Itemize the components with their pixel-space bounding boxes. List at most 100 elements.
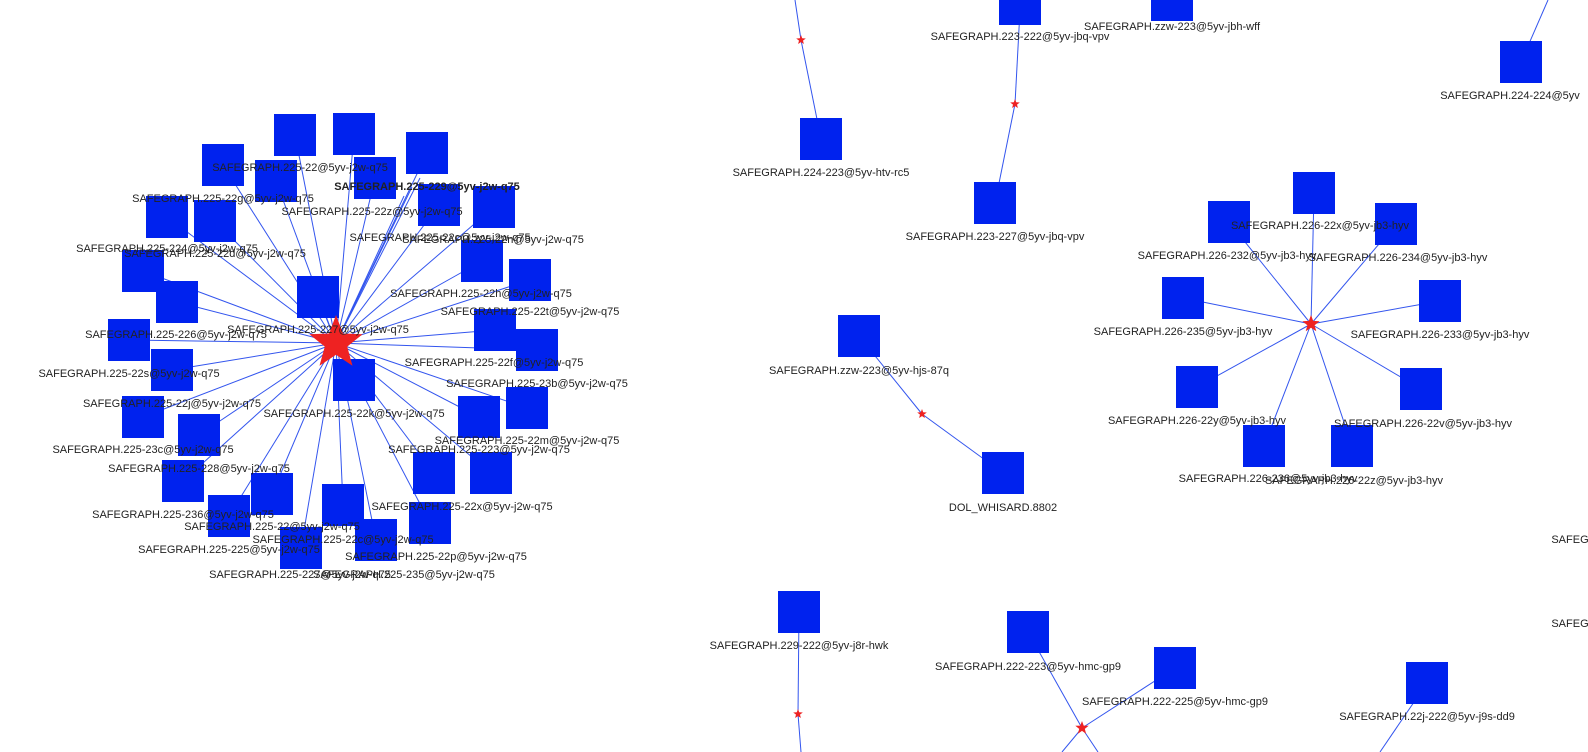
node-label: SAFEGRAPH.223-227@5yv-jbq-vpv [906,231,1085,243]
graph-node[interactable] [461,240,503,282]
graph-node[interactable] [1154,647,1196,689]
graph-node[interactable] [1162,277,1204,319]
graph-edge [794,0,802,41]
node-label: SAFEGRAPH.22j-222@5yv-j9s-dd9 [1339,711,1515,723]
graph-node[interactable] [1375,203,1417,245]
graph-edge [182,342,337,482]
graph-node[interactable] [1007,611,1049,653]
graph-node[interactable] [1293,172,1335,214]
graph-edge [335,206,495,344]
hub-star-icon[interactable] [796,35,806,44]
graph-edge [1310,300,1441,325]
node-label: SAFEGRAPH.225-229@5yv-j2w-q75 [334,181,520,193]
graph-node[interactable] [409,502,451,544]
node-label: DOL_WHISARD.8802 [949,502,1057,514]
graph-node[interactable] [280,527,322,569]
graph-node[interactable] [162,460,204,502]
graph-node[interactable] [509,259,551,301]
main-hub-star-icon[interactable] [309,315,363,366]
graph-node[interactable] [838,315,880,357]
graph-node[interactable] [156,281,198,323]
node-label: SAFEGRAPH.225-22n@5yv-j2w-q75 [402,234,584,246]
graph-node[interactable] [355,519,397,561]
graph-node[interactable] [333,113,375,155]
node-label: SAFEGRAPH.225-227@5yv-j2w-q75 [227,324,409,336]
graph-node[interactable] [178,414,220,456]
graph-node[interactable] [208,495,250,537]
graph-edge [142,342,337,418]
graph-node[interactable] [413,452,455,494]
graph-node[interactable] [122,396,164,438]
graph-node[interactable] [297,276,339,318]
graph-edge [335,204,440,344]
graph-node[interactable] [1331,425,1373,467]
graph-node[interactable] [255,160,297,202]
node-label: SAFEGRAPH.224-223@5yv-htv-rc5 [733,167,910,179]
node-label: SAFEGRAPH.225-23b@5yv-j2w-q75 [446,378,628,390]
node-label: SAFEGRAPH.225-228@5yv-j2w-q75 [108,463,290,475]
graph-node[interactable] [474,309,516,351]
graph-node[interactable] [202,144,244,186]
node-label: SAFEGRAPH.225-22f@5yv-j2w-q75 [405,357,584,369]
node-label: SAFEGRAPH.zzw-223@5yv-jbh-wff [1084,21,1261,33]
node-label: SAFEGRAPH.225-22g@5yv-j2w-q75 [132,193,314,205]
node-label: SAFEGRAPH.226-232@5yv-jb3-hyv [1138,250,1317,262]
label-layer: SAFEGRAPH.225-22g@5yv-j2w-q75SAFEGRAPH.2… [38,21,1588,723]
node-label: SAFEGRAPH.225-22x@5yv-j2w-q75 [371,501,552,513]
graph-edge [171,342,337,371]
graph-node[interactable] [108,319,150,361]
graph-node[interactable] [800,118,842,160]
graph-node[interactable] [1406,662,1448,704]
graph-node[interactable] [1400,368,1442,410]
graph-node[interactable] [974,182,1016,224]
graph-node[interactable] [194,200,236,242]
hub-star-icon[interactable] [793,709,803,718]
graph-edge [1014,9,1021,105]
graph-node[interactable] [778,591,820,633]
node-label: SAFEGRAPH.225-226@5yv-j2w-q75 [85,329,267,341]
graph-node[interactable] [1500,41,1542,83]
graph-node[interactable] [354,157,396,199]
hub-star-icon[interactable] [1075,721,1089,734]
graph-node[interactable] [418,184,460,226]
graph-node[interactable] [1176,366,1218,408]
graph-edge [176,301,337,344]
graph-node[interactable] [470,452,512,494]
hub-star-icon[interactable] [1302,315,1320,332]
node-label: SAFEGRAPH.223-222@5yv-jbq-vpv [931,31,1110,43]
hub-star-icon[interactable] [1010,99,1020,108]
hub-layer [309,35,1320,734]
node-label: SAFEGRAPH.225-22h@5yv-j2w-q75 [390,288,572,300]
graph-node[interactable] [1208,201,1250,243]
node-label: SAFEGRAPH.225-22p@5yv-j2w-q75 [345,551,527,563]
node-label: SAFEGRAPH.226-22x@5yv-jb3-hyv [1231,220,1410,232]
graph-node[interactable] [251,473,293,515]
node-label: SAFEGRAPH.225-22t@5yv-j2w-q75 [441,306,620,318]
graph-edge [198,342,337,436]
graph-node[interactable] [506,387,548,429]
graph-node[interactable] [999,0,1041,25]
node-label: SAFEGRAPH.226-236@5yv-jb3-hyv [1179,473,1358,485]
graph-node[interactable] [406,132,448,174]
graph-node[interactable] [146,196,188,238]
graph-node[interactable] [473,186,515,228]
graph-node[interactable] [458,396,500,438]
node-label: SAFEGRAPH.226-22v@5yv-jb3-hyv [1334,418,1513,430]
graph-node[interactable] [1243,425,1285,467]
node-label: SAFEGRAPH.225-22z@5yv-j2w-q75 [281,206,462,218]
graph-node[interactable] [1419,280,1461,322]
graph-node[interactable] [151,349,193,391]
graph-node[interactable] [274,114,316,156]
graph-edge [1310,192,1315,325]
hub-star-icon[interactable] [917,409,927,418]
graph-node[interactable] [516,329,558,371]
node-label: SAFEGRAPH.225-22c@5yv-j2w-q75 [349,232,530,244]
node-label: SAFEGRAPH.225-22j@5yv-j2w-q75 [83,398,261,410]
graph-edge [335,279,531,344]
node-label: SAFEGRAPH.225-224@5yv-j2w-q75 [76,243,258,255]
node-label: SAFEGRAPH.225-22@5yv-j2w-q75 [184,521,360,533]
graph-node[interactable] [1151,0,1193,21]
node-label: SAFEGRAPH.226-22z@5yv-jb3-hyv [1265,475,1444,487]
graph-node[interactable] [982,452,1024,494]
graph-node[interactable] [333,359,375,401]
